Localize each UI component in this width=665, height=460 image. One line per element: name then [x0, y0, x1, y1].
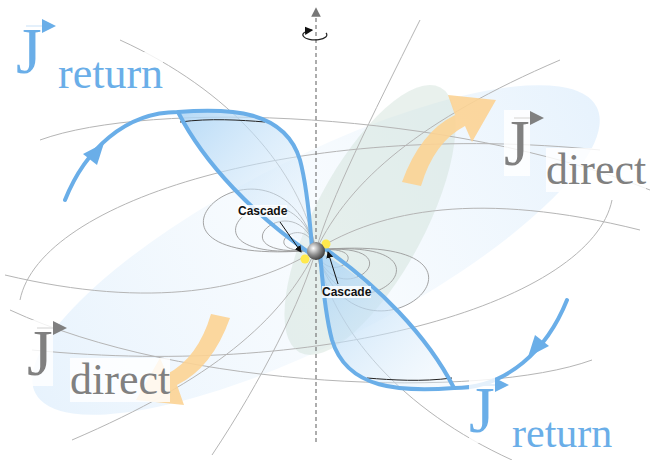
cascade-spot [301, 255, 310, 264]
field-line [316, 60, 560, 250]
return-lobe [320, 252, 454, 389]
neutron-star [307, 242, 325, 260]
vector-symbol: J [504, 110, 530, 176]
leader-line [280, 222, 301, 252]
subscript: direct [70, 358, 170, 402]
return-lobe [178, 111, 312, 248]
vector-symbol: J [27, 320, 53, 386]
current-sheet [0, 25, 638, 460]
separatrix-line [367, 378, 452, 380]
cascade-label: Cascade [238, 205, 287, 217]
leader-line [328, 252, 338, 284]
subscript: return [512, 412, 612, 454]
field-line [316, 208, 640, 250]
cascade-label: Cascade [322, 286, 371, 298]
arrowhead [83, 143, 104, 165]
field-line [72, 250, 316, 440]
rotation-symbol [303, 30, 327, 40]
field-line [5, 250, 316, 293]
direct-current-arrow [402, 95, 496, 186]
separatrix-line [180, 120, 265, 122]
field-line [316, 20, 420, 250]
arrowhead [528, 335, 549, 357]
subscript: return [58, 52, 163, 96]
subscript: direct [546, 148, 646, 192]
vector-symbol: J [16, 18, 42, 84]
field-line [212, 250, 316, 455]
return-current [324, 248, 454, 388]
field-line [316, 250, 512, 460]
field-lines [5, 20, 650, 460]
vector-symbol: J [469, 377, 495, 443]
return-current [178, 112, 308, 252]
rotation-axis [315, 12, 316, 442]
